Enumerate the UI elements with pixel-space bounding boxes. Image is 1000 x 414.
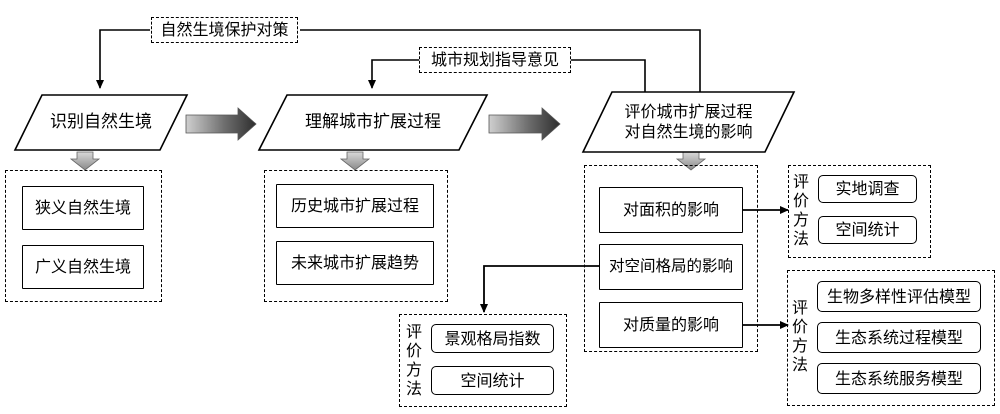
method-ecoprocess: 生态系统过程模型 (834, 327, 963, 347)
down-arrow-stage1 (69, 151, 101, 171)
stage3-group (584, 165, 758, 352)
stage1-shape (13, 94, 189, 151)
stage2-item-2: 未来城市扩展趋势 (290, 253, 419, 272)
planning-box (419, 47, 571, 73)
stage3-title-line2: 对自然生境的影响 (624, 122, 753, 141)
stage3-shape (581, 91, 796, 153)
methods-area-label: 评 价 方 法 (792, 172, 809, 248)
impact-area-box (599, 187, 743, 233)
methods-area-group (788, 165, 931, 258)
method-landscape-index: 景观格局指数 (444, 328, 541, 348)
methods-quality-group (787, 270, 995, 406)
stage3-title-line1: 评价城市扩展过程 (624, 102, 753, 121)
stage2-item-2-box (276, 241, 434, 285)
stage2-item-1-box (276, 184, 434, 228)
method-pattern-spatial-stats-box (431, 366, 554, 395)
stage3-title: 评价城市扩展过程 对自然生境的影响 (583, 92, 794, 152)
impact-area: 对面积的影响 (622, 200, 719, 219)
stage1-item-1-box (22, 186, 144, 230)
impact-quality-box (599, 302, 743, 348)
method-spatial-stats: 空间统计 (835, 220, 900, 239)
methods-quality-label: 评 价 方 法 (791, 298, 808, 374)
stage1-item-2-box (22, 245, 144, 289)
planning-label: 城市规划指导意见 (430, 50, 559, 69)
method-field-survey: 实地调查 (835, 179, 900, 198)
stage2-title: 理解城市扩展过程 (305, 111, 441, 132)
method-ecoservice: 生态系统服务模型 (834, 368, 963, 388)
methods-pattern-group (399, 314, 567, 407)
stage2-group (264, 170, 448, 302)
feedback-arrow-to-stage1 (96, 29, 150, 89)
policy-label: 自然生境保护对策 (160, 20, 289, 39)
stage2-item-1: 历史城市扩展过程 (290, 196, 419, 215)
flow-arrow-stage1-stage2 (185, 107, 257, 141)
feedback-line-policy (300, 29, 701, 92)
feedback-arrow-to-stage2 (368, 59, 419, 89)
methods-pattern-label: 评 价 方 法 (405, 322, 422, 398)
stage1-title: 识别自然生境 (50, 111, 152, 132)
method-spatial-stats-box (818, 216, 917, 244)
impact-pattern: 对空间格局的影响 (608, 257, 733, 276)
stage1-group (5, 170, 162, 302)
feedback-line-planning (571, 59, 646, 92)
method-biodiversity: 生物多样性评估模型 (826, 286, 971, 306)
stage2-shape (257, 94, 489, 151)
method-pattern-spatial-stats: 空间统计 (460, 370, 525, 390)
policy-box (151, 17, 298, 43)
method-biodiversity-box (817, 281, 981, 312)
method-ecoservice-box (817, 363, 981, 394)
method-landscape-index-box (431, 324, 554, 353)
arrow-pattern-to-methods (480, 265, 600, 313)
down-arrow-stage2 (339, 151, 371, 171)
stage1-item-2: 广义自然生境 (34, 257, 131, 276)
method-field-survey-box (818, 175, 917, 203)
stage1-item-1: 狭义自然生境 (34, 198, 131, 217)
impact-pattern-box (599, 244, 743, 290)
flow-arrow-stage2-stage3 (488, 107, 561, 141)
down-arrow-stage3 (675, 151, 707, 171)
method-ecoprocess-box (817, 322, 981, 353)
impact-quality: 对质量的影响 (622, 315, 719, 334)
